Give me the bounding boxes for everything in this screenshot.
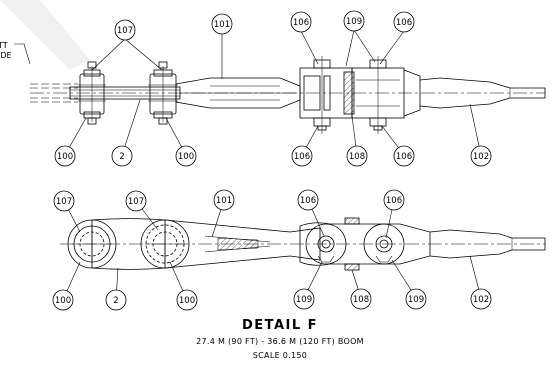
svg-text:100: 100: [55, 296, 71, 306]
top-view: [30, 56, 546, 134]
svg-text:101: 101: [216, 196, 232, 206]
callout-100: 100: [52, 289, 74, 311]
rod-102-plan: [429, 229, 546, 259]
callout-109: 109: [343, 10, 365, 32]
callout-106: 106: [393, 11, 415, 33]
svg-text:107: 107: [117, 26, 133, 36]
callout-106: 106: [297, 189, 319, 211]
svg-text:102: 102: [473, 295, 489, 305]
svg-text:106: 106: [386, 196, 402, 206]
callout-107: 107: [53, 190, 75, 212]
svg-text:109: 109: [296, 295, 312, 305]
strap-101-plan: [164, 219, 321, 269]
callout-108: 108: [350, 288, 372, 310]
rod-102-top: [419, 77, 546, 109]
svg-text:101: 101: [214, 20, 230, 30]
svg-text:102: 102: [473, 152, 489, 162]
detail-title: DETAIL F: [241, 318, 319, 333]
svg-text:106: 106: [396, 18, 412, 28]
callout-107: 107: [114, 19, 136, 41]
svg-text:2: 2: [113, 296, 118, 306]
edge-note-line-1: TT: [0, 41, 8, 50]
svg-text:109: 109: [408, 295, 424, 305]
callout-100: 100: [175, 145, 197, 167]
clevis-assembly-top: [299, 56, 421, 134]
callout-2: 2: [111, 145, 133, 167]
detail-subtitle: 27.4 M (90 FT) - 36.6 M (120 FT) BOOM: [196, 337, 364, 346]
svg-text:106: 106: [294, 152, 310, 162]
svg-text:109: 109: [346, 17, 362, 27]
callout-108: 108: [346, 145, 368, 167]
callout-106: 106: [290, 11, 312, 33]
svg-text:106: 106: [293, 18, 309, 28]
callout-102: 102: [470, 288, 492, 310]
callouts-bottom: 107 107 101 106 106 100 2 100 109 108 10…: [52, 189, 492, 311]
callout-101: 101: [213, 189, 235, 211]
pin-assembly-left: [78, 61, 106, 125]
svg-text:107: 107: [128, 197, 144, 207]
edge-note-line-2: IDE: [0, 51, 12, 60]
svg-text:106: 106: [396, 152, 412, 162]
detail-scale: SCALE 0.150: [252, 351, 308, 360]
callout-2: 2: [105, 289, 127, 311]
callout-106: 106: [383, 189, 405, 211]
svg-text:108: 108: [353, 295, 369, 305]
callout-106: 106: [291, 145, 313, 167]
callouts-top: 107 101 106 109 106 100 2 100 106 108 10…: [54, 10, 492, 167]
callout-106: 106: [393, 145, 415, 167]
callout-109: 109: [293, 288, 315, 310]
svg-text:100: 100: [57, 152, 73, 162]
svg-text:2: 2: [119, 152, 124, 162]
svg-text:100: 100: [178, 152, 194, 162]
callout-107: 107: [125, 190, 147, 212]
callout-109: 109: [405, 288, 427, 310]
callout-100: 100: [54, 145, 76, 167]
svg-text:106: 106: [300, 196, 316, 206]
callout-100: 100: [176, 289, 198, 311]
callout-101: 101: [211, 13, 233, 35]
bottom-view: [60, 217, 546, 271]
callout-102: 102: [470, 145, 492, 167]
edge-note: TT IDE: [0, 41, 31, 65]
svg-text:100: 100: [179, 296, 195, 306]
svg-text:108: 108: [349, 152, 365, 162]
svg-text:107: 107: [56, 197, 72, 207]
strap-101-top: [175, 77, 301, 109]
